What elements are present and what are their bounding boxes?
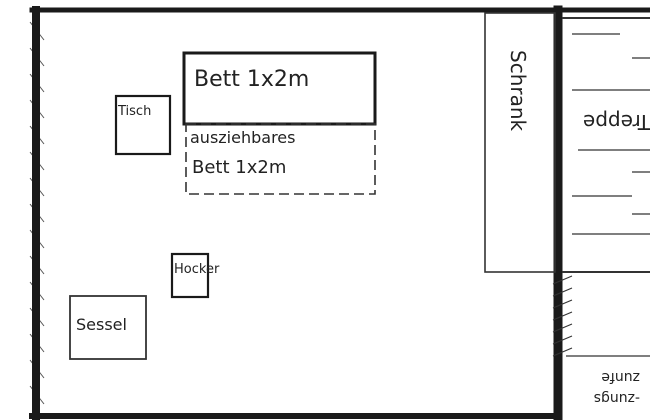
pullout-bed-label-line2: Bett 1x2m (192, 157, 286, 178)
table-label: Tisch (117, 104, 151, 119)
cut-label-1: zunfe (601, 369, 640, 385)
stool-label: Hocker (174, 262, 220, 277)
table-outline (114, 94, 172, 156)
room-walls (29, 5, 650, 420)
right-wall-hatching (552, 275, 573, 357)
armchair-outline (69, 295, 147, 360)
wardrobe-outline (484, 12, 556, 273)
pullout-bed-label-line1: ausziehbares (190, 128, 295, 147)
stool-outline (170, 252, 210, 299)
armchair-label: Sessel (76, 315, 127, 334)
bed-label: Bett 1x2m (194, 67, 309, 92)
pullout-bed-outline (185, 123, 376, 195)
stairs (562, 17, 650, 357)
cut-label-2: -zungs (594, 390, 640, 406)
wardrobe-label: Schrank (506, 50, 530, 132)
stairs-label: Treppe (583, 110, 650, 134)
